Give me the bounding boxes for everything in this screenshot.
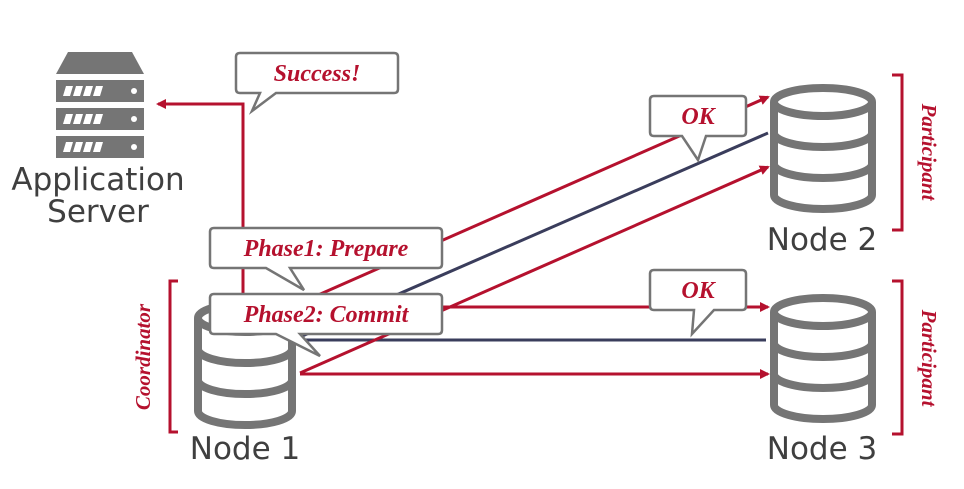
app-server-label-line2: Server [47, 194, 149, 230]
ok-bubble-node2: OK [648, 94, 748, 163]
commit-arrow-node2 [299, 165, 770, 375]
participant-label-node3: Participant [917, 309, 941, 408]
coordinator-label: Coordinator [131, 303, 155, 410]
participant-bracket-node2 [892, 73, 904, 232]
participant-bracket-node3 [892, 279, 904, 436]
role-brackets [168, 73, 904, 436]
app-server-label-line1: Application [11, 162, 184, 198]
success-bubble: Success! [234, 51, 400, 115]
node2-label: Node 2 [767, 222, 877, 258]
participant-label-node2: Participant [917, 103, 941, 202]
node3-label: Node 3 [767, 431, 877, 467]
database-icon [770, 294, 876, 423]
coordinator-bracket [168, 279, 178, 434]
database-icon [770, 84, 876, 213]
phase1-bubble: Phase1: Prepare [208, 226, 444, 292]
server-icon [56, 52, 144, 158]
phase1-message: Phase1: Prepare [243, 236, 409, 262]
phase2-bubble: Phase2: Commit [208, 292, 444, 358]
phase2-message: Phase2: Commit [243, 302, 410, 328]
success-message: Success! [274, 61, 361, 87]
ok-message-node3: OK [681, 278, 716, 304]
ok-message-node2: OK [681, 104, 716, 130]
ok-bubble-node3: OK [648, 268, 748, 338]
node1-label: Node 1 [190, 431, 300, 467]
